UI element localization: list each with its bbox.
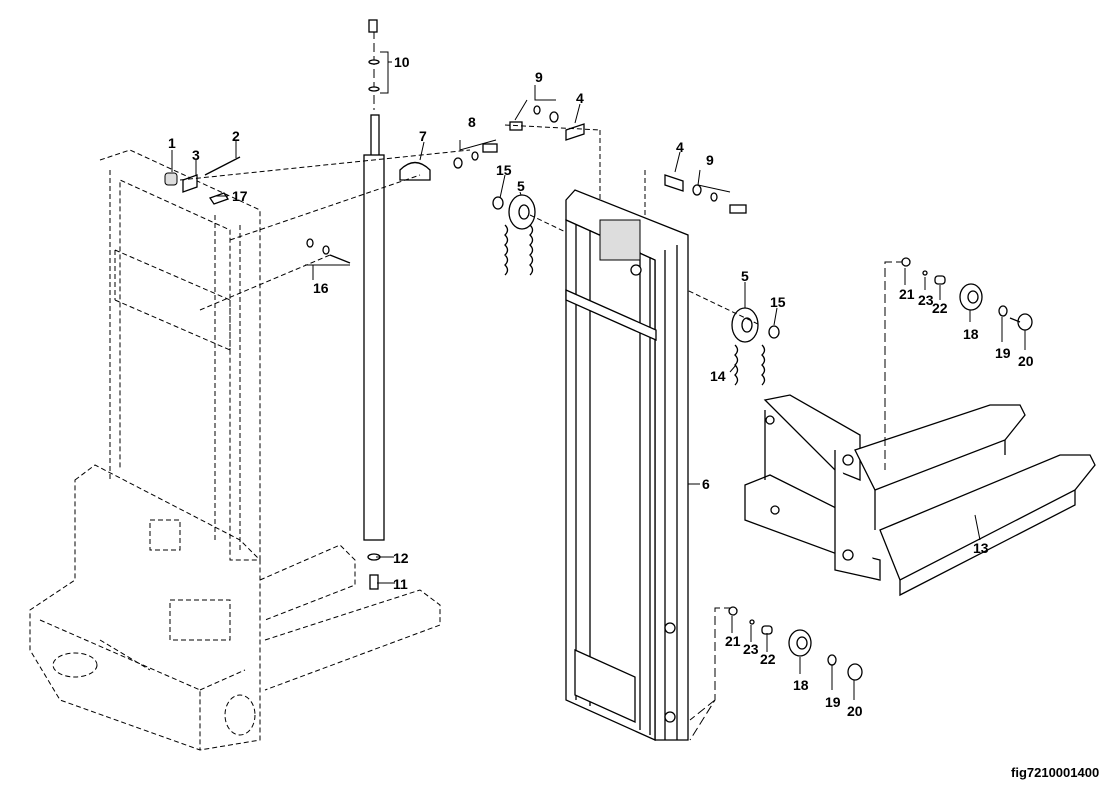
callout-12: 12 <box>393 550 409 566</box>
callout-22: 22 <box>932 300 948 316</box>
callout-20b: 20 <box>847 703 863 719</box>
callout-21: 21 <box>899 286 915 302</box>
callout-2: 2 <box>232 128 240 144</box>
mast <box>565 189 689 742</box>
callout-5b: 5 <box>741 268 749 284</box>
callout-15: 15 <box>496 162 512 178</box>
callout-9: 9 <box>535 69 543 85</box>
callout-23: 23 <box>918 292 934 308</box>
callout-11: 11 <box>393 576 408 592</box>
callout-9b: 9 <box>706 152 714 168</box>
small-parts <box>164 105 780 386</box>
callout-18b: 18 <box>793 677 809 693</box>
callout-21b: 21 <box>725 633 741 649</box>
callout-17: 17 <box>232 188 248 204</box>
callout-20: 20 <box>1018 353 1034 369</box>
truck-frame <box>29 149 441 751</box>
callout-22b: 22 <box>760 651 776 667</box>
callout-10: 10 <box>394 54 410 70</box>
callout-4b: 4 <box>676 139 684 155</box>
leader-lines <box>171 51 1026 700</box>
callout-15b: 15 <box>770 294 786 310</box>
callout-7: 7 <box>419 128 427 144</box>
callout-13: 13 <box>973 540 989 556</box>
callout-5: 5 <box>517 178 525 194</box>
callout-23b: 23 <box>743 641 759 657</box>
callout-19: 19 <box>995 345 1011 361</box>
callout-4: 4 <box>576 90 584 106</box>
wheel-parts <box>689 257 1033 741</box>
callout-8: 8 <box>468 114 476 130</box>
callout-19b: 19 <box>825 694 841 710</box>
callout-18: 18 <box>963 326 979 342</box>
callout-14: 14 <box>710 368 726 384</box>
callout-6: 6 <box>702 476 710 492</box>
callout-16: 16 <box>313 280 329 296</box>
callout-1: 1 <box>168 135 176 151</box>
lift-cylinder <box>363 19 385 590</box>
fork-carriage <box>744 394 1096 597</box>
callout-labels: 1 2 3 17 10 7 8 9 4 15 5 4 9 16 5 15 14 … <box>168 54 1034 719</box>
figure-id: fig7210001400 <box>1011 765 1099 780</box>
callout-3: 3 <box>192 147 200 163</box>
